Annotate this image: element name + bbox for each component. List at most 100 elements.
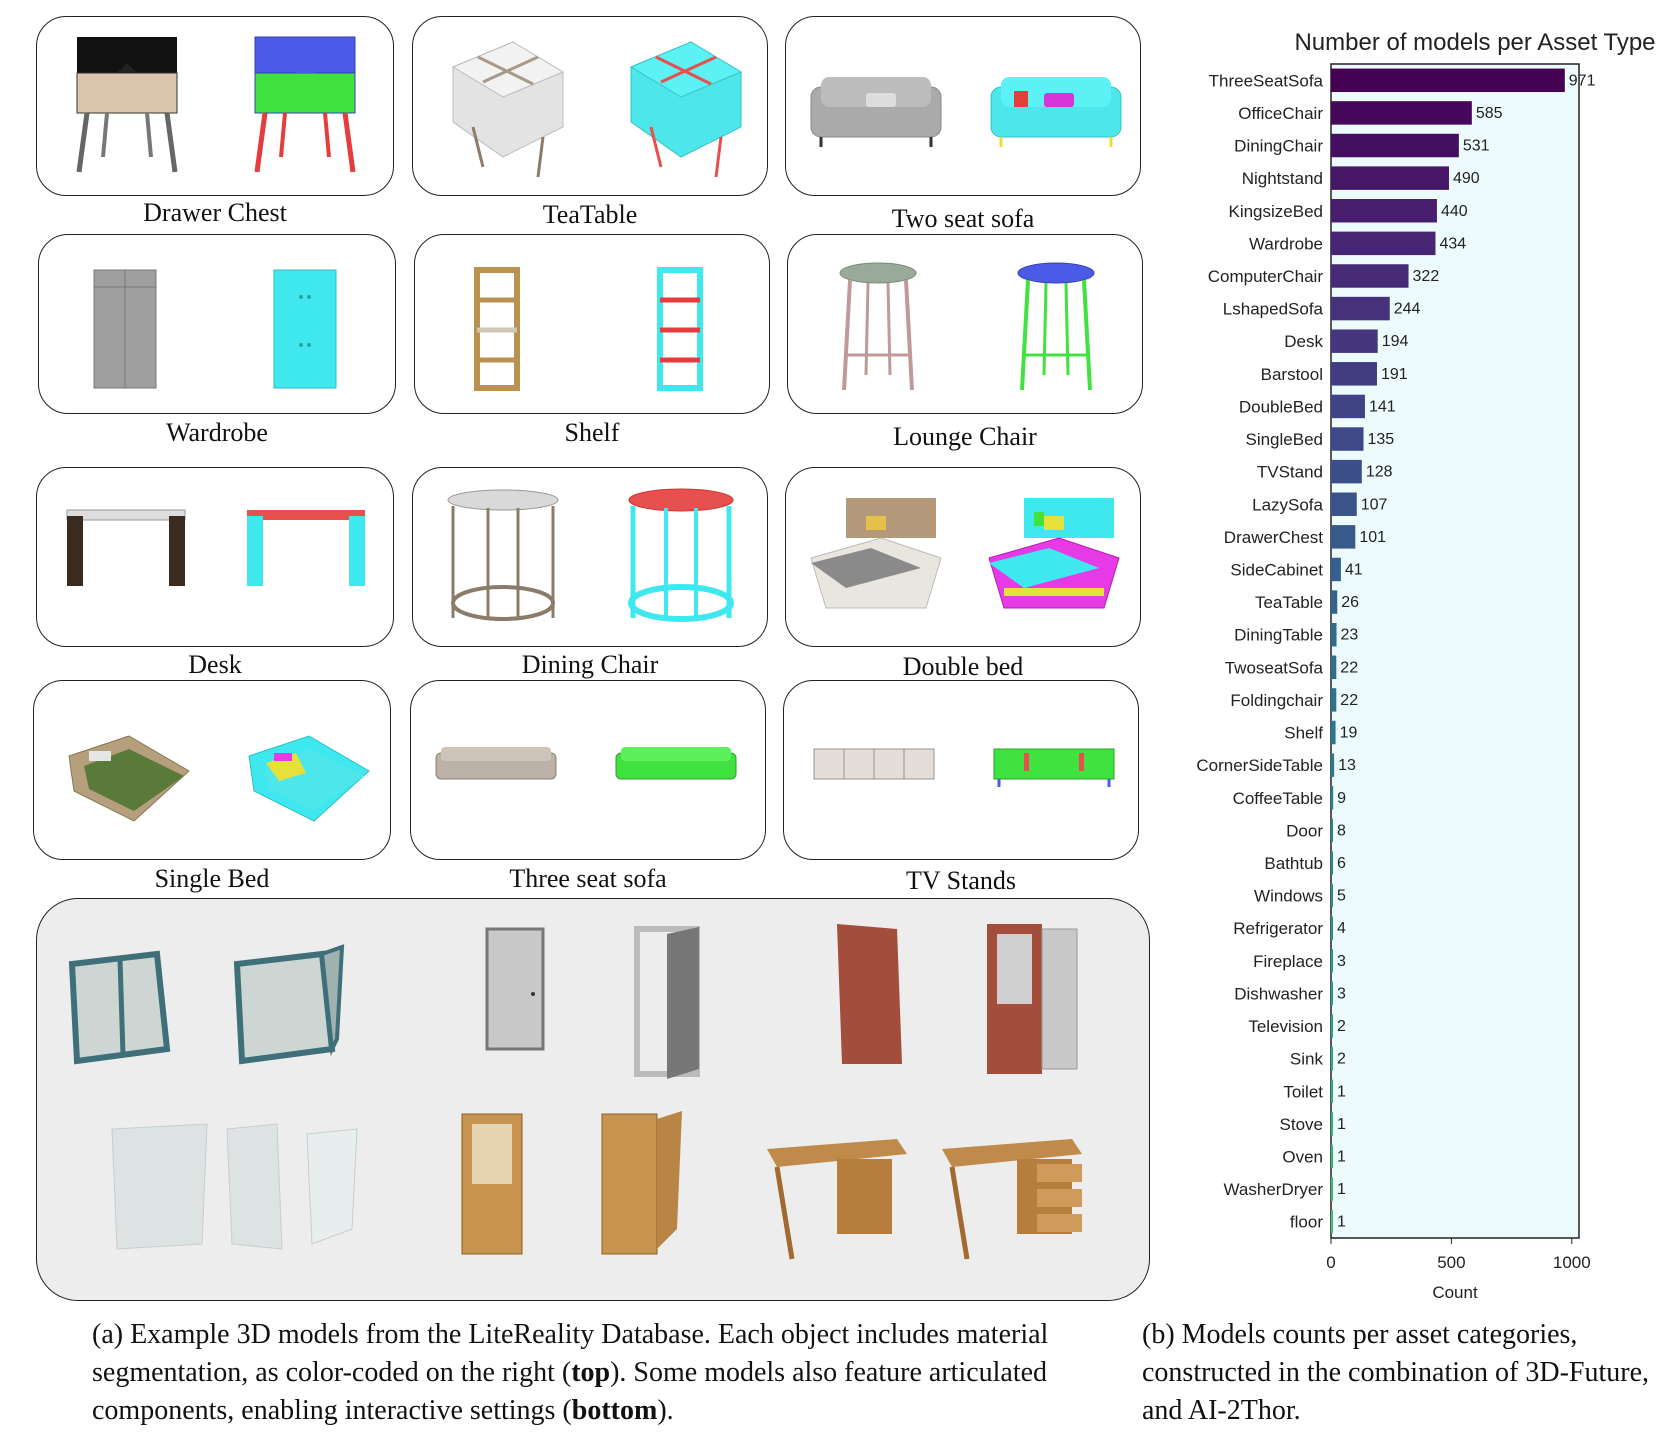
value-label: 1 [1337, 1181, 1346, 1198]
category-label: TeaTable [1255, 593, 1323, 612]
bar-TeaTable [1331, 590, 1338, 614]
category-label: Windows [1254, 887, 1323, 906]
category-label: Door [1286, 821, 1323, 840]
value-label: 5 [1337, 888, 1346, 905]
category-label: Oven [1282, 1147, 1323, 1166]
category-label: Toilet [1283, 1082, 1323, 1101]
wardrobe-models [93, 269, 337, 389]
value-label: 22 [1340, 659, 1358, 676]
panel-desk [36, 467, 394, 647]
bar-Stove [1331, 1112, 1333, 1136]
category-label: ComputerChair [1208, 267, 1324, 286]
panel-label: Desk [188, 650, 242, 679]
value-label: 22 [1340, 692, 1358, 709]
drawer-chest-models [76, 36, 356, 173]
bar-TwoseatSofa [1331, 655, 1337, 680]
category-label: TVStand [1257, 463, 1323, 482]
category-label: OfficeChair [1238, 104, 1323, 123]
panel-label: Wardrobe [166, 418, 268, 447]
bar-LazySofa [1331, 492, 1357, 516]
category-label: CoffeeTable [1233, 789, 1323, 808]
bar-DiningTable [1331, 622, 1337, 647]
bar-Oven [1331, 1144, 1333, 1169]
bar-CoffeeTable [1331, 786, 1334, 810]
bar-DiningChair [1331, 133, 1459, 158]
value-label: 191 [1381, 366, 1408, 383]
category-label: Bathtub [1264, 854, 1323, 873]
panel-label: Lounge Chair [893, 422, 1037, 451]
value-label: 1 [1337, 1148, 1346, 1165]
panel-label: Shelf [564, 418, 620, 447]
bar-Wardrobe [1331, 231, 1436, 256]
value-label: 2 [1337, 1018, 1346, 1035]
category-label: Wardrobe [1249, 234, 1323, 253]
category-label: DoubleBed [1239, 397, 1323, 416]
bar-Door [1331, 818, 1333, 843]
bar-Bathtub [1331, 851, 1333, 875]
value-label: 8 [1337, 822, 1346, 839]
tv-stands-models [813, 748, 1115, 787]
lounge-chair-models [839, 262, 1095, 391]
value-label: 101 [1359, 529, 1386, 546]
value-label: 128 [1366, 464, 1393, 481]
bar-SideCabinet [1331, 557, 1341, 582]
dining-chair-models [447, 488, 734, 622]
category-label: Barstool [1261, 365, 1323, 384]
panel-label: Double bed [902, 652, 1024, 681]
panel-label: TeaTable [542, 200, 638, 229]
panel-two-seat-sofa [785, 16, 1141, 196]
bar-Shelf [1331, 720, 1336, 745]
value-label: 135 [1368, 431, 1395, 448]
value-label: 585 [1476, 105, 1503, 122]
bar-TVStand [1331, 459, 1362, 484]
panel-drawer-chest [36, 16, 394, 196]
category-label: LshapedSofa [1223, 300, 1324, 319]
value-label: 3 [1337, 985, 1346, 1002]
panel-wardrobe [38, 234, 396, 414]
plot-area [1330, 63, 1580, 1239]
panel-shelf [414, 234, 770, 414]
bar-Dishwasher [1331, 981, 1333, 1006]
category-label: DiningTable [1234, 626, 1323, 645]
panel-double-bed [785, 467, 1141, 647]
bar-floor [1331, 1209, 1333, 1234]
double-bed-models [810, 498, 1120, 609]
category-label: Desk [1284, 332, 1323, 351]
bar-DrawerChest [1331, 525, 1356, 549]
category-label: Dishwasher [1234, 984, 1323, 1003]
bar-ComputerChair [1331, 264, 1409, 288]
bar-LshapedSofa [1331, 296, 1390, 321]
bar-WasherDryer [1331, 1177, 1333, 1201]
bar-Barstool [1331, 362, 1377, 386]
panel-label: TV Stands [905, 866, 1017, 895]
chart-title: Number of models per Asset Type [1294, 29, 1655, 56]
caption-a: (a) Example 3D models from the LiteReali… [92, 1319, 1049, 1426]
panel-label: Dining Chair [521, 650, 659, 679]
bar-Sink [1331, 1046, 1333, 1071]
panel-label: Drawer Chest [143, 198, 287, 227]
category-label: Shelf [1284, 724, 1323, 743]
value-label: 3 [1337, 953, 1346, 970]
category-label: Stove [1280, 1115, 1323, 1134]
value-label: 26 [1341, 594, 1359, 611]
category-label: Fireplace [1253, 952, 1323, 971]
category-label: SideCabinet [1230, 560, 1323, 579]
three-seat-sofa-models [435, 747, 737, 780]
articulated-models [68, 924, 1082, 1260]
category-label: DiningChair [1234, 137, 1323, 156]
bar-Toilet [1331, 1079, 1333, 1103]
x-tick-label: 0 [1326, 1253, 1335, 1272]
value-label: 6 [1337, 855, 1346, 872]
category-label: Foldingchair [1230, 691, 1323, 710]
bar-KingsizeBed [1331, 199, 1437, 223]
category-label: Nightstand [1242, 169, 1323, 188]
panel-tv-stands [783, 680, 1139, 860]
category-label: KingsizeBed [1228, 202, 1323, 221]
value-label: 194 [1382, 333, 1409, 350]
category-label: ThreeSeatSofa [1209, 71, 1324, 90]
x-tick-label: 500 [1437, 1253, 1465, 1272]
desk-models [66, 509, 365, 586]
bar-Foldingchair [1331, 688, 1337, 712]
value-label: 23 [1341, 627, 1359, 644]
asset-count-chart: Number of models per Asset TypeThreeSeat… [1196, 29, 1655, 1302]
